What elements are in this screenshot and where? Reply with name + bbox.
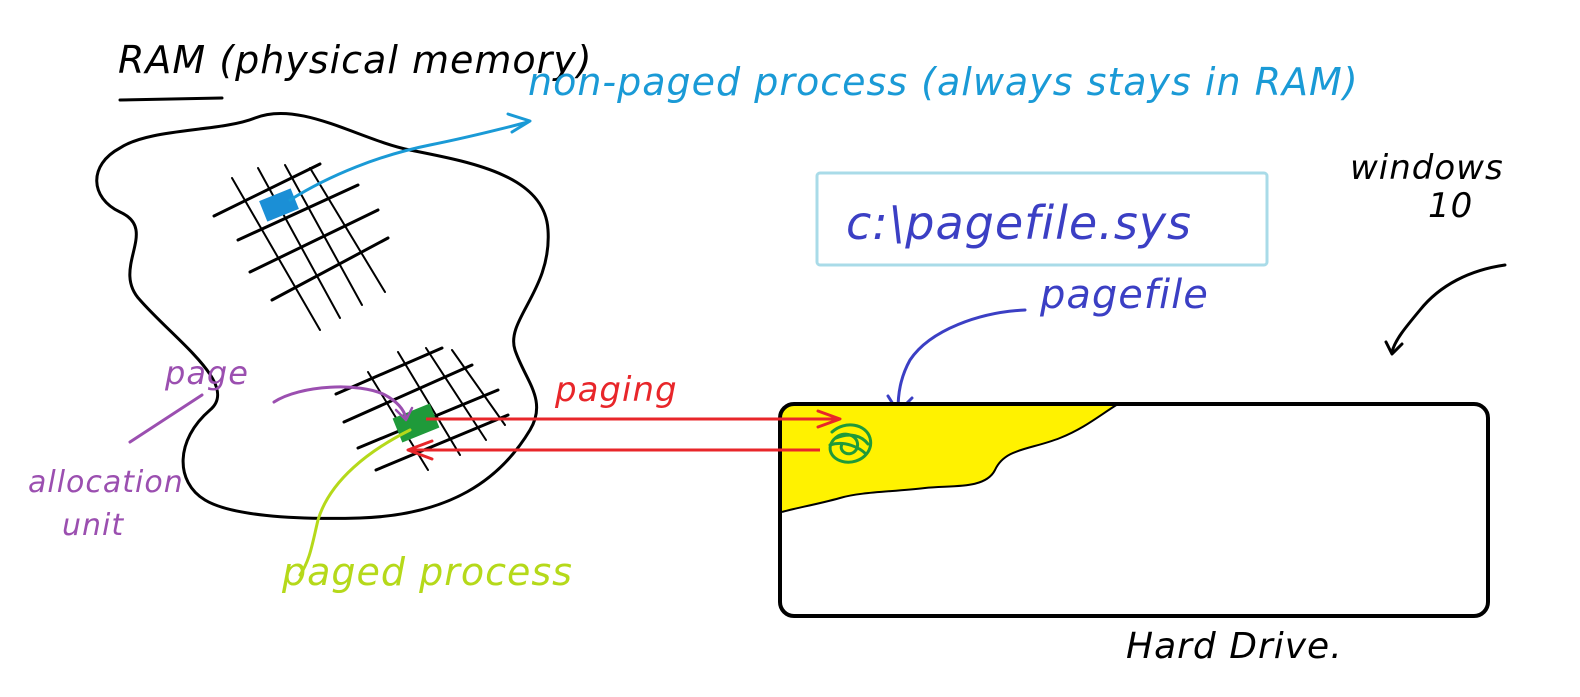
upper-page-grid [212, 162, 390, 331]
hard-drive-box [778, 402, 1490, 618]
non-paged-arrow [288, 120, 530, 202]
page-label-arrow [272, 385, 408, 420]
diagram-title: RAM (physical memory) [118, 38, 593, 82]
ram-blob [95, 112, 550, 520]
pagefile-boundary [781, 403, 1119, 513]
pagefile-path-label: c:\pagefile.sys [846, 196, 1193, 250]
non-paged-arrowhead [506, 112, 532, 134]
paged-out-page-scribble [828, 423, 873, 464]
paging-arrows [406, 409, 842, 461]
paged-process-pointer [298, 428, 412, 577]
title-underline [118, 96, 224, 102]
page-label-arrowhead [394, 406, 414, 422]
allocation-label: allocation [28, 465, 184, 500]
windows-arrowhead [1384, 340, 1404, 356]
pagefile-path-box [815, 171, 1269, 267]
windows-version-label: 10 [1428, 186, 1474, 226]
paged-process-label: paged process [282, 550, 573, 594]
unit-label: unit [62, 508, 125, 543]
windows-arrow [1390, 263, 1507, 354]
hard-drive-label: Hard Drive. [1126, 626, 1343, 667]
pagefile-arrow [896, 308, 1027, 412]
page-label: page [165, 354, 249, 392]
non-paged-page-cell [259, 188, 299, 222]
allocation-unit-line [128, 393, 204, 444]
windows-label: windows [1350, 148, 1504, 188]
pagefile-label: pagefile [1040, 272, 1209, 318]
paging-label: paging [555, 370, 678, 410]
non-paged-process-label: non-paged process (always stays in RAM) [528, 60, 1359, 104]
